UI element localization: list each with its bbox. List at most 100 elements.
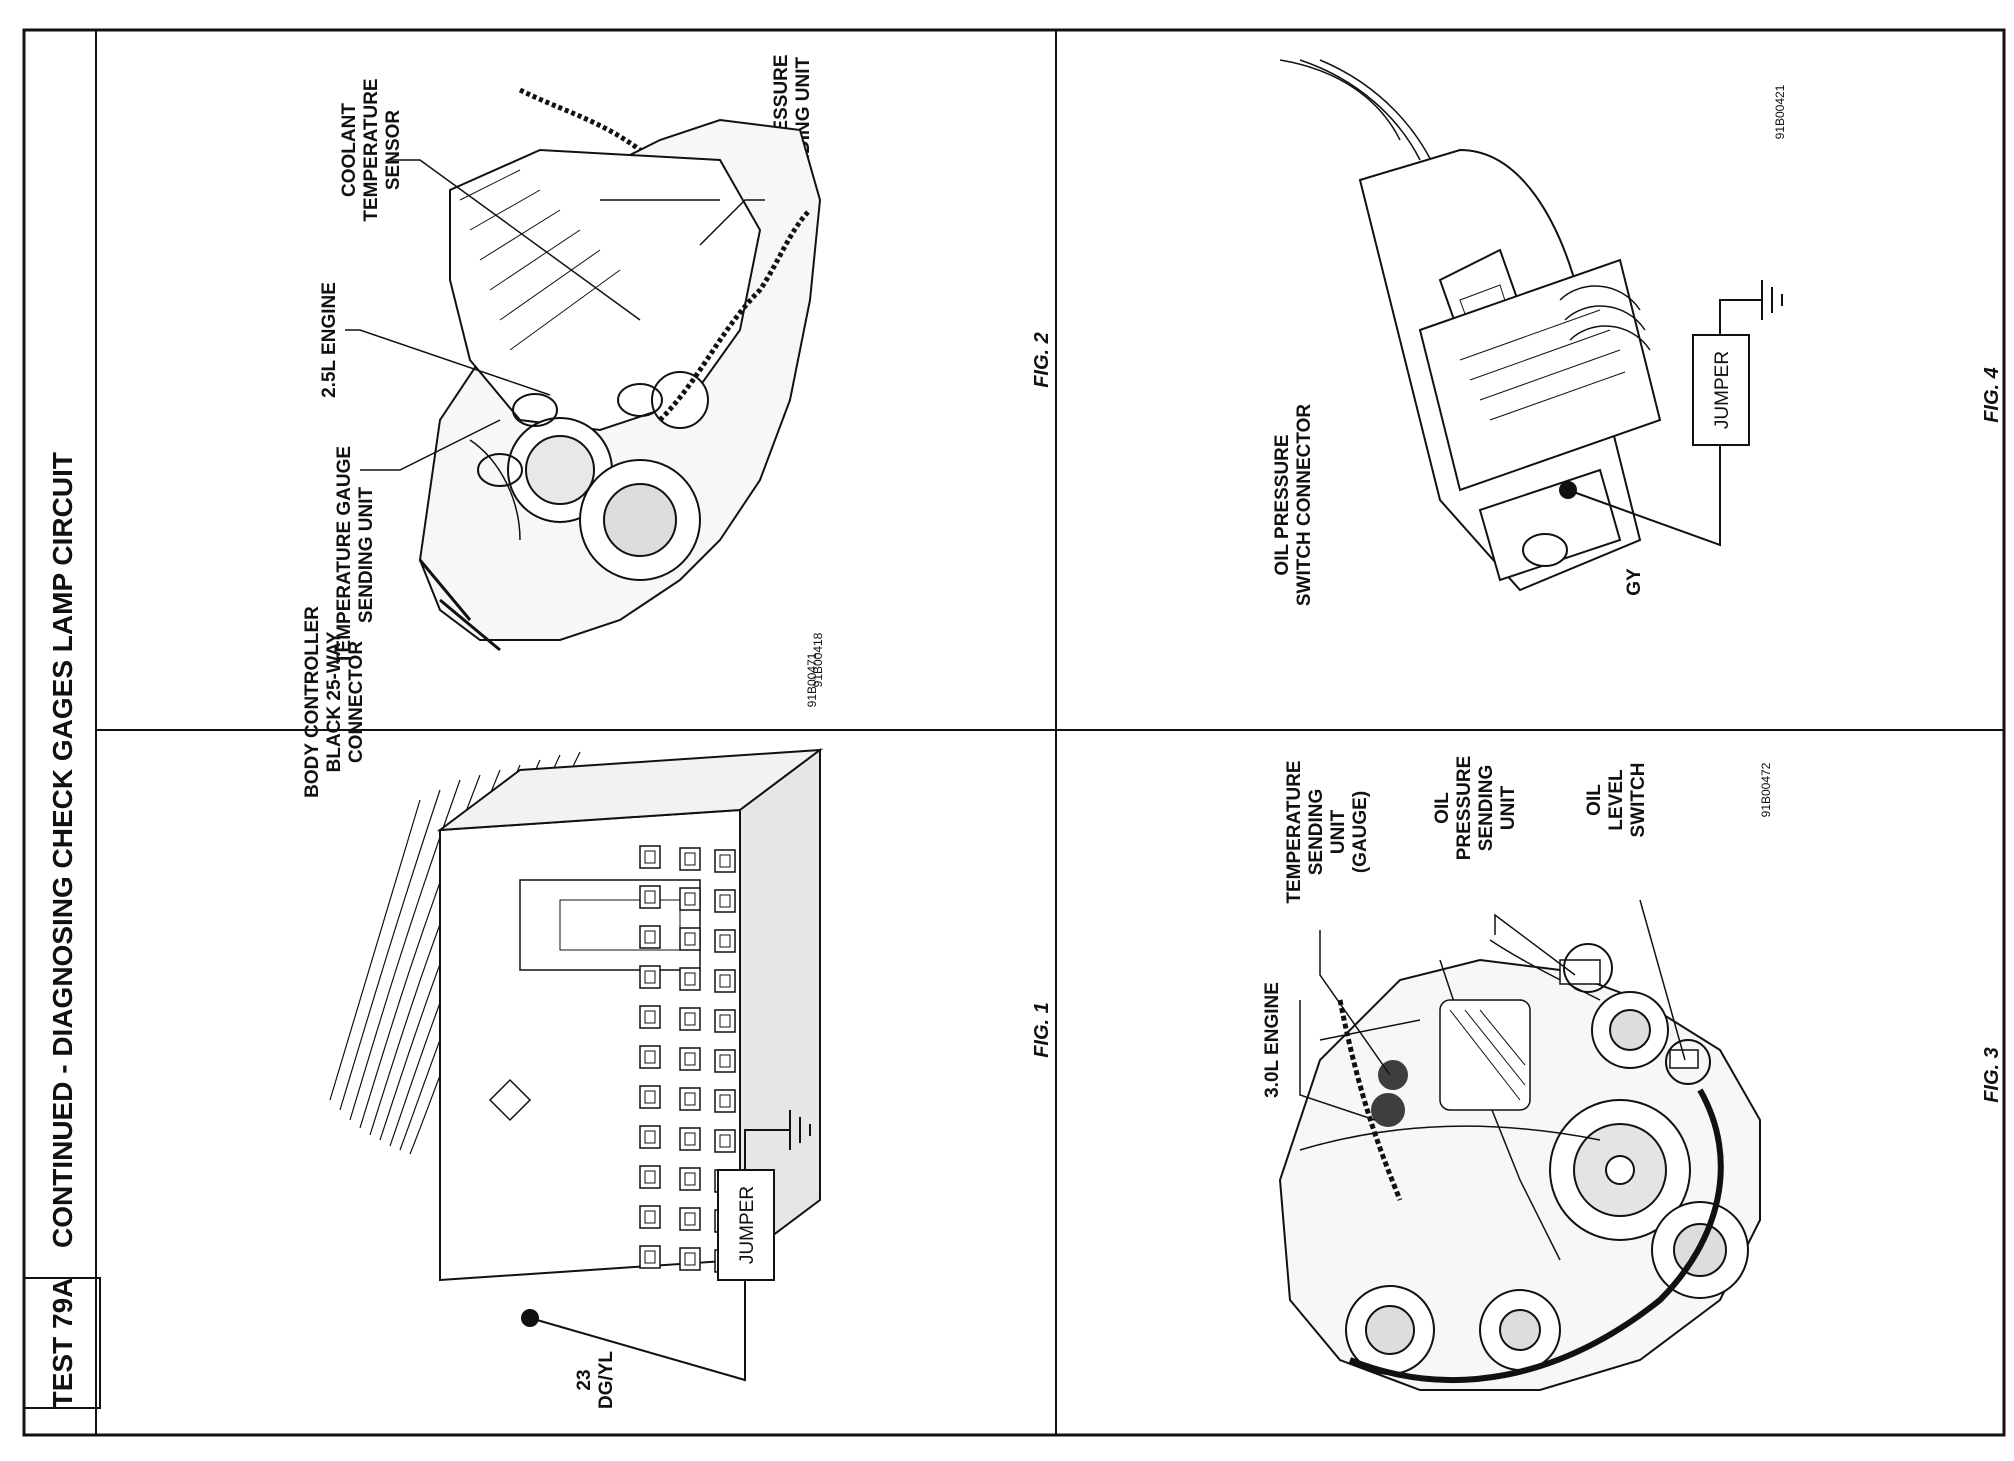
fig4-jumper-label: JUMPER [1712, 351, 1733, 429]
fig4-jumper-box [1692, 334, 1750, 446]
fig1-pin-cavity [639, 1165, 661, 1189]
fig4-ground-icon [1761, 280, 1783, 320]
fig2-panel: TEMPERATURE GAUGE SENDING UNIT 2.5L ENGI… [319, 54, 1053, 707]
fig2-callouts [345, 159, 765, 471]
fig1-pin-cavity [679, 1127, 701, 1151]
fig1-pin-cavity-inner [719, 934, 731, 948]
test-id-box [23, 1277, 101, 1409]
fig4-wire-label: GY [1624, 568, 1645, 596]
fig2-temp-gauge-label: TEMPERATURE GAUGE SENDING UNIT [334, 446, 377, 664]
fig1-pin-cavity [639, 1125, 661, 1149]
fig4-code: 91B00421 [1773, 84, 1787, 139]
fig1-pin-cavity-inner [644, 1090, 656, 1104]
fig1-pin-cavity [639, 925, 661, 949]
svg-text:23: 23 [574, 1369, 595, 1390]
fig1-pin-cavity [639, 1045, 661, 1069]
fig1-pin-cavity-inner [644, 890, 656, 904]
fig1-ground-icon [789, 1110, 811, 1150]
fig1-pin-cavity-inner [719, 1134, 731, 1148]
page-border [22, 28, 2006, 1437]
fig1-pin-cavity [714, 969, 736, 993]
fig4-connector-body [1358, 148, 1662, 592]
fig1-pin-cavity-inner [684, 1092, 696, 1106]
fig1-pin-cavity-inner [644, 930, 656, 944]
fig1-pin-cavity [639, 1245, 661, 1269]
svg-text:OIL: OIL [1432, 792, 1453, 824]
svg-text:SWITCH CONNECTOR: SWITCH CONNECTOR [1294, 404, 1315, 607]
svg-text:UNIT: UNIT [1498, 785, 1519, 830]
header-title: CONTINUED - DIAGNOSING CHECK GAGES LAMP … [47, 452, 78, 1248]
svg-text:PRESSURE: PRESSURE [1454, 756, 1475, 861]
fig1-pin-cavity [679, 887, 701, 911]
fig1-pin-cavity [639, 845, 661, 869]
svg-text:SENDING: SENDING [1476, 765, 1497, 852]
svg-text:TEMPERATURE: TEMPERATURE [1284, 760, 1305, 903]
fig1-pin-cavity [679, 967, 701, 991]
page-header: TEST 79A CONTINUED - DIAGNOSING CHECK GA… [23, 452, 101, 1409]
fig2-code: 91B00471 [805, 652, 819, 707]
fig1-pin-cavity [679, 927, 701, 951]
fig3-engine-label: 3.0L ENGINE [1262, 982, 1283, 1098]
fig4-panel: OIL PRESSURE SWITCH CONNECTOR GY 91B0042… [1272, 59, 2003, 607]
fig1-connector-body [436, 748, 824, 1282]
svg-text:SWITCH: SWITCH [1628, 763, 1649, 838]
fig1-pin-cavity [639, 965, 661, 989]
fig3-code: 91B00472 [1759, 762, 1773, 817]
fig1-pin-cavity-inner [684, 1012, 696, 1026]
test-id: TEST 79A [47, 1278, 78, 1409]
fig1-pin-cavity-inner [719, 894, 731, 908]
fig3-engine-illustration [1278, 939, 1761, 1391]
fig2-engine-label: 2.5L ENGINE [319, 282, 340, 398]
fig1-pin-cavity [714, 1129, 736, 1153]
fig1-pin-cavity [679, 1047, 701, 1071]
fig1-pin-cavity-inner [719, 974, 731, 988]
fig1-pin-cavity-inner [644, 850, 656, 864]
svg-text:COOLANT: COOLANT [339, 103, 360, 197]
fig1-pin-cavity-inner [719, 1054, 731, 1068]
svg-text:OIL: OIL [1584, 784, 1605, 816]
fig1-pin-cavity-inner [684, 1052, 696, 1066]
svg-text:BODY CONTROLLER: BODY CONTROLLER [302, 606, 323, 798]
fig4-connector-label: OIL PRESSURE SWITCH CONNECTOR [1272, 404, 1315, 607]
fig1-pin-cavity-inner [644, 1210, 656, 1224]
fig1-pin-cavity-inner [684, 932, 696, 946]
fig1-pin-cavity-inner [684, 852, 696, 866]
fig1-pin-cavity [714, 849, 736, 873]
fig1-pin-cavity-inner [684, 892, 696, 906]
fig1-connector-label: BODY CONTROLLER BLACK 25-WAY CONNECTOR [302, 606, 367, 798]
fig2-coolant-label: COOLANT TEMPERATURE SENSOR [339, 78, 404, 221]
svg-text:CONNECTOR: CONNECTOR [346, 641, 367, 763]
fig1-code: 91B00418 [811, 632, 825, 687]
svg-text:LEVEL: LEVEL [1606, 769, 1627, 831]
fig3-panel: 3.0L ENGINE TEMPERATURE SENDING UNIT (GA… [1262, 756, 2003, 1391]
fig4-caption: FIG. 4 [1981, 367, 2003, 423]
svg-text:SENDING UNIT: SENDING UNIT [356, 487, 377, 624]
fig1-jumper-label: JUMPER [737, 1186, 758, 1264]
fig1-pin-cavity [679, 1207, 701, 1231]
fig3-oil-level-label: OIL LEVEL SWITCH [1584, 763, 1649, 838]
fig1-pin-cavity-inner [644, 1010, 656, 1024]
fig1-pin-cavity [679, 1087, 701, 1111]
fig1-pin-cavity-inner [644, 1250, 656, 1264]
fig1-jumper-wire [529, 1280, 746, 1382]
fig1-pin-cavity [639, 885, 661, 909]
fig2-caption: FIG. 2 [1031, 332, 1053, 388]
fig3-callouts [1299, 899, 1686, 1121]
fig1-pin-cavity [714, 889, 736, 913]
fig1-pin-cavity-inner [644, 970, 656, 984]
fig1-pin-cavity-inner [719, 1014, 731, 1028]
svg-text:OIL PRESSURE: OIL PRESSURE [1272, 434, 1293, 575]
fig1-pin-cavity-inner [684, 1172, 696, 1186]
svg-text:BLACK 25-WAY: BLACK 25-WAY [324, 631, 345, 772]
fig4-jumper-wire [1567, 445, 1721, 547]
fig1-pin-cavity-inner [684, 1252, 696, 1266]
fig1-pin-cavity-inner [644, 1170, 656, 1184]
fig4-wires [1279, 59, 1441, 181]
fig1-pin-cavity-inner [684, 1132, 696, 1146]
fig1-pin-cavity-inner [719, 854, 731, 868]
svg-text:SENDING: SENDING [1306, 789, 1327, 876]
fig1-pin-cavity [714, 1049, 736, 1073]
fig1-pin-cavity-inner [644, 1130, 656, 1144]
